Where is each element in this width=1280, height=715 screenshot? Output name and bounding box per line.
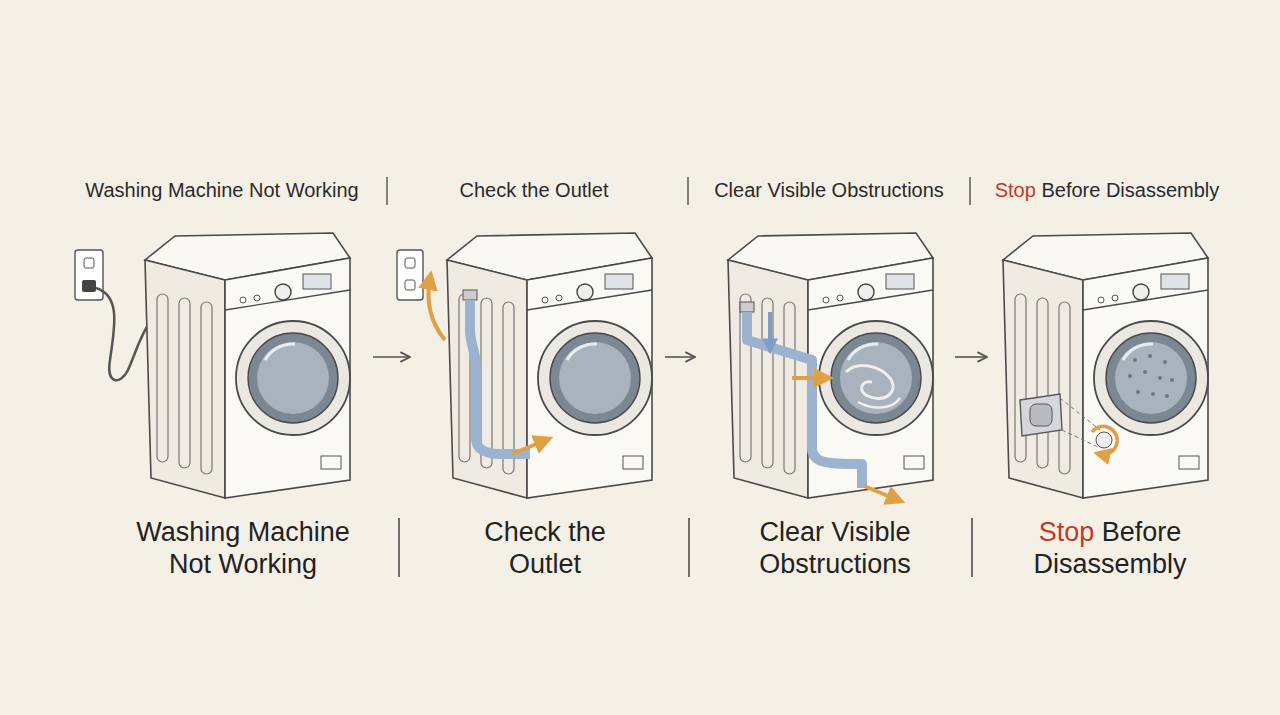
drum-hole [1163,360,1167,364]
step-heading: Washing Machine Not Working [85,178,358,202]
socket [405,280,415,290]
hose-connector [463,290,477,300]
separator [971,518,973,577]
step-caption: Stop Before Disassembly [1025,516,1195,580]
step-panel: Check the OutletCheck the Outlet [415,140,660,574]
step-heading: Check the Outlet [460,178,609,202]
washing-machine [1003,233,1208,498]
separator [687,177,688,205]
drum-hole [1158,376,1162,380]
plug [82,280,96,292]
drain-filter [1020,394,1062,436]
filter-screw [1096,432,1112,448]
hose [470,300,530,454]
clothes [846,365,893,398]
flow-arrow [955,356,987,358]
clothes [858,398,900,408]
socket [405,258,415,268]
drum-hole [1148,354,1152,358]
filter-cap [1030,404,1052,426]
step-caption: Clear Visible Obstructions [748,516,923,580]
step-caption: Check the Outlet [475,516,615,580]
drum-holes [1128,354,1174,398]
hose [747,312,862,488]
step-panel: Clear Visible ObstructionsClear Visible … [700,140,950,574]
drum-hole [1136,390,1140,394]
blue-arrow [768,312,772,348]
washing-machine [447,233,652,498]
flow-arrow [373,356,410,358]
drum-hole [1151,392,1155,396]
step-panel: Washing Machine Not WorkingWashing Machi… [70,140,368,574]
warning-word: Stop [995,179,1036,201]
step-panel: Stop Before DisassemblyStop Before Disas… [992,140,1230,574]
warning-word: Stop [1039,517,1095,547]
wall-outlet [397,250,423,300]
orange-arrow [429,278,445,340]
drum-hole [1165,394,1169,398]
drum-hole [1143,370,1147,374]
washing-machine [728,233,933,498]
separator [386,177,387,205]
power-cord [96,288,150,380]
socket [84,258,94,268]
separator [688,518,690,577]
rotate-arrow [1092,426,1117,454]
drum-hole [1128,374,1132,378]
hose-connector [740,302,754,312]
drum-hole [1170,378,1174,382]
step-caption: Washing Machine Not Working [128,516,358,580]
drum-hole [1133,358,1137,362]
washing-machine [145,233,350,498]
step-heading: Clear Visible Obstructions [714,178,944,202]
orange-arrow [792,376,826,380]
dashed-guide [1060,398,1100,448]
orange-arrow [512,440,546,454]
separator [398,518,400,577]
flow-arrow [665,356,695,358]
wall-outlet [75,250,103,300]
separator [969,177,970,205]
orange-arrow [864,486,898,500]
step-heading: Stop Before Disassembly [995,178,1220,202]
